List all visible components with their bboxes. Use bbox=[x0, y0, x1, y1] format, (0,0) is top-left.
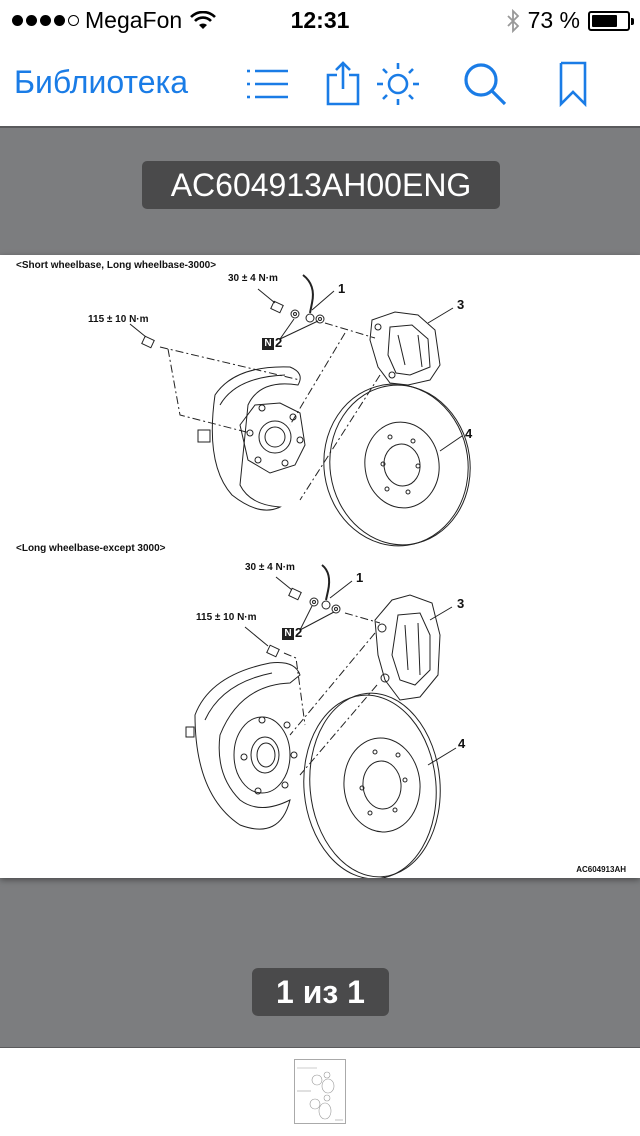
brightness-button[interactable] bbox=[373, 58, 423, 110]
clock: 12:31 bbox=[290, 7, 350, 33]
share-button[interactable] bbox=[318, 58, 368, 110]
library-back-button[interactable]: Библиотека bbox=[14, 64, 188, 100]
search-button[interactable] bbox=[460, 58, 510, 110]
page-indicator: 1 из 1 bbox=[252, 968, 389, 1016]
diagram-2-n-badge: N bbox=[282, 628, 294, 640]
wifi-icon bbox=[190, 10, 217, 29]
diagram-2-torque-caliper: 30 ± 4 N·m bbox=[245, 562, 295, 573]
diagram-1-callout-3: 3 bbox=[457, 297, 465, 312]
diagram-2-heading: <Long wheelbase-except 3000> bbox=[16, 543, 166, 554]
diagram-2-callout-1: 1 bbox=[356, 570, 364, 585]
battery-icon bbox=[588, 10, 634, 31]
diagram-1-callout-2: 2 bbox=[275, 335, 283, 350]
signal-strength-icon bbox=[12, 15, 79, 26]
page-thumbnail-bar bbox=[0, 1047, 640, 1136]
thumbnail-preview bbox=[297, 1067, 343, 1121]
page-thumbnail-1[interactable] bbox=[294, 1059, 346, 1124]
diagram-2-callout-3: 3 bbox=[457, 596, 465, 611]
document-page[interactable]: <Short wheelbase, Long wheelbase-3000> 3… bbox=[0, 255, 640, 878]
diagram-1-callout-1: 1 bbox=[338, 281, 346, 296]
diagram-2-callout-2: 2 bbox=[295, 625, 303, 640]
diagram-2-callout-4: 4 bbox=[458, 736, 466, 751]
diagram-1-heading: <Short wheelbase, Long wheelbase-3000> bbox=[16, 260, 217, 271]
diagram-1-drawing bbox=[129, 274, 471, 547]
document-viewer[interactable]: AC604913AH00ENG bbox=[0, 128, 640, 1048]
diagram-1-callout-4: 4 bbox=[465, 426, 473, 441]
bluetooth-icon bbox=[506, 8, 519, 33]
share-icon bbox=[326, 61, 360, 106]
bookmark-button[interactable] bbox=[548, 58, 598, 110]
brake-assembly-drawing bbox=[129, 274, 471, 878]
document-title: AC604913AH00ENG bbox=[142, 161, 500, 209]
search-icon bbox=[464, 63, 507, 106]
diagram-1-torque-caliper: 30 ± 4 N·m bbox=[228, 273, 278, 284]
page-figure-code: AC604913AH bbox=[576, 865, 626, 874]
diagram-2-drawing bbox=[185, 564, 457, 878]
list-icon bbox=[247, 69, 288, 99]
diagram-1-n-badge: N bbox=[262, 338, 274, 350]
brightness-icon bbox=[377, 63, 419, 105]
list-button[interactable] bbox=[242, 58, 292, 110]
carrier-name: MegaFon bbox=[85, 7, 183, 33]
battery-percent: 73 % bbox=[527, 7, 580, 33]
bookmark-icon bbox=[559, 61, 587, 107]
reader-toolbar: Библиотека bbox=[0, 40, 640, 128]
diagram-1-torque-shield: 115 ± 10 N·m bbox=[88, 314, 149, 325]
status-bar: MegaFon 12:31 73 % bbox=[0, 0, 640, 40]
diagram-2-torque-shield: 115 ± 10 N·m bbox=[196, 612, 257, 623]
